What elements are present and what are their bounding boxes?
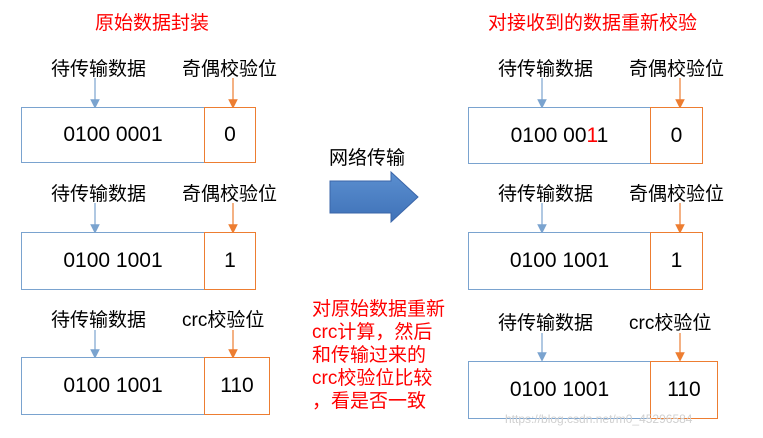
crc-note-line: crc计算，然后 [312,322,433,343]
right-row2-check-label: 奇偶校验位 [629,184,725,205]
right-row2-data-value: 0100 1001 [509,249,610,272]
right-row3-check-label: crc校验位 [629,313,712,334]
right-row1-data-value: 0100 0011 [511,124,609,148]
left-row3-data-value: 0100 1001 [63,374,163,397]
right-row1-check-box: 0 [650,107,703,164]
left-row1-data-value: 0100 0001 [63,123,163,146]
left-row3-check-box: 110 [204,357,270,415]
right-row2-data-label: 待传输数据 [498,184,594,205]
right-row3-check-box: 110 [650,361,718,419]
right-row1-data-value-head: 0100 00 [510,123,587,147]
right-row2-data-box: 0100 1001 [468,232,651,290]
right-row3-data-value: 0100 1001 [509,378,610,401]
right-row1-flipped-bit: 1 [586,123,597,147]
left-row1-data-box: 0100 0001 [21,107,205,163]
right-row1-data-value-tail: 1 [596,123,609,147]
left-row1-check-label: 奇偶校验位 [182,59,278,80]
right-row2-check-box: 1 [650,232,703,290]
transfer-arrow [329,170,419,224]
left-row3-data-label: 待传输数据 [51,310,147,331]
left-row1-check-box: 0 [204,107,256,163]
left-row3-data-box: 0100 1001 [21,357,205,415]
left-title: 原始数据封装 [95,13,210,34]
left-row3-check-value: 110 [220,374,254,397]
crc-note-line: crc校验位比较 [312,368,433,389]
left-row2-data-value: 0100 1001 [63,249,163,272]
left-row2-data-box: 0100 1001 [21,232,205,290]
crc-note-line: 和传输过来的 [312,345,427,366]
crc-note-line: ，看是否一致 [312,391,427,412]
right-title: 对接收到的数据重新校验 [488,13,698,34]
right-row3-data-label: 待传输数据 [498,313,594,334]
crc-note-line: 对原始数据重新 [312,299,446,320]
right-row3-check-value: 110 [667,378,701,401]
left-row1-check-value: 0 [224,123,236,146]
crc-note: 对原始数据重新 crc计算，然后 和传输过来的 crc校验位比较 ，看是否一致 [312,298,445,413]
right-row1-check-label: 奇偶校验位 [629,59,725,80]
left-row3-check-label: crc校验位 [182,310,265,331]
right-row1-check-value: 0 [670,123,683,147]
right-row1-data-label: 待传输数据 [498,59,594,80]
left-row2-check-label: 奇偶校验位 [182,184,278,205]
transfer-label: 网络传输 [329,148,406,169]
right-row2-check-value: 1 [670,249,683,272]
watermark: https://blog.csdn.net/m0_45296584 [505,412,693,426]
right-row3-data-box: 0100 1001 [468,361,651,419]
left-row1-data-label: 待传输数据 [51,59,147,80]
left-row2-data-label: 待传输数据 [51,184,147,205]
right-row1-data-box: 0100 0011 [468,107,651,164]
left-row2-check-box: 1 [204,232,256,290]
left-row2-check-value: 1 [224,249,236,272]
